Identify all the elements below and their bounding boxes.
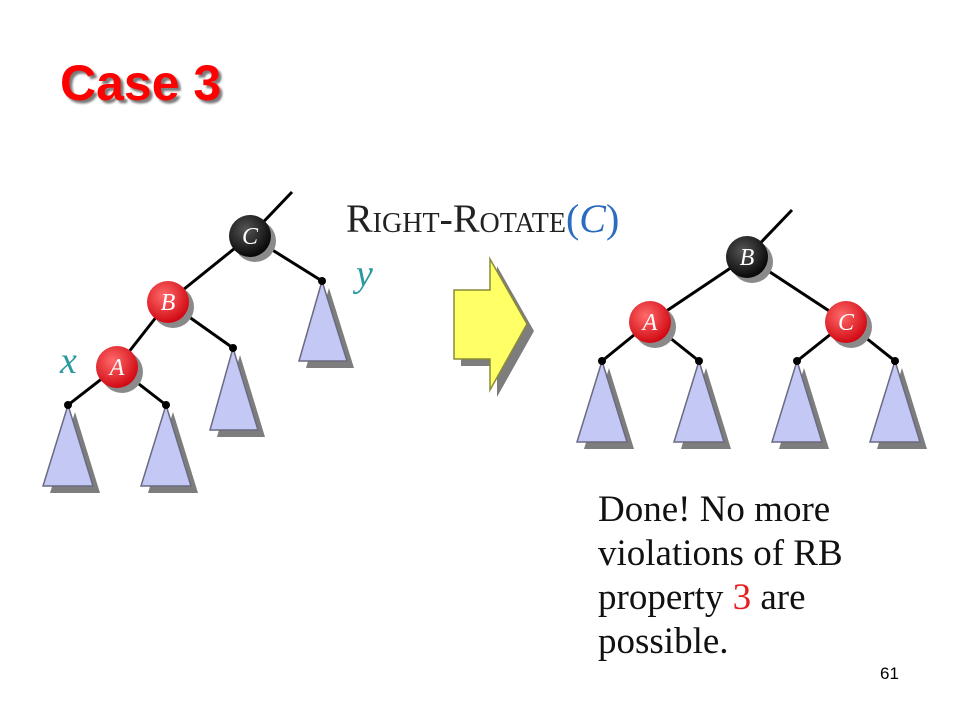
label-x: x [59, 340, 77, 382]
conclusion-note: Done! No more violations of RB property … [598, 488, 938, 664]
rotate-label: Right-Rotate(C) [346, 196, 619, 241]
before-subtrees [41, 278, 354, 493]
slide-title: Case 3 [60, 55, 222, 111]
rotate-name: Right-Rotate [346, 196, 566, 241]
subtree-triangle [41, 402, 95, 487]
node-c-after: C [825, 301, 872, 348]
note-highlight: 3 [732, 577, 752, 618]
node-b-before: B [147, 281, 194, 328]
subtree-triangle [209, 345, 260, 431]
subtree-triangle [298, 278, 349, 362]
node-a-after: A [629, 301, 676, 348]
page-number: 61 [880, 664, 899, 683]
after-subtrees [575, 358, 927, 449]
note-text: Done! No more violations of RB property [598, 489, 843, 618]
svg-text:A: A [108, 355, 125, 381]
before-leaf-dots [64, 277, 326, 409]
svg-text:B: B [161, 290, 176, 316]
subtree-triangle [770, 358, 824, 443]
subtree-triangle [868, 358, 922, 443]
node-c-before: C [229, 215, 276, 262]
before-tree: C B A y x [41, 190, 373, 493]
rotate-arg: C [579, 196, 607, 241]
svg-text:C: C [242, 224, 259, 250]
after-tree: B A C [575, 208, 927, 449]
subtree-triangle [575, 358, 629, 443]
label-y: y [352, 253, 373, 295]
svg-text:C: C [838, 310, 855, 336]
subtree-triangle [672, 358, 726, 443]
rotate-arrow-icon [453, 256, 534, 397]
svg-text:A: A [641, 310, 658, 336]
subtree-triangle [139, 402, 193, 487]
svg-text:B: B [740, 245, 755, 271]
node-a-before: A [96, 346, 143, 393]
after-leaf-dots [598, 357, 899, 365]
note-text-end: are possible. [598, 577, 806, 662]
node-b-after: B [726, 236, 773, 283]
